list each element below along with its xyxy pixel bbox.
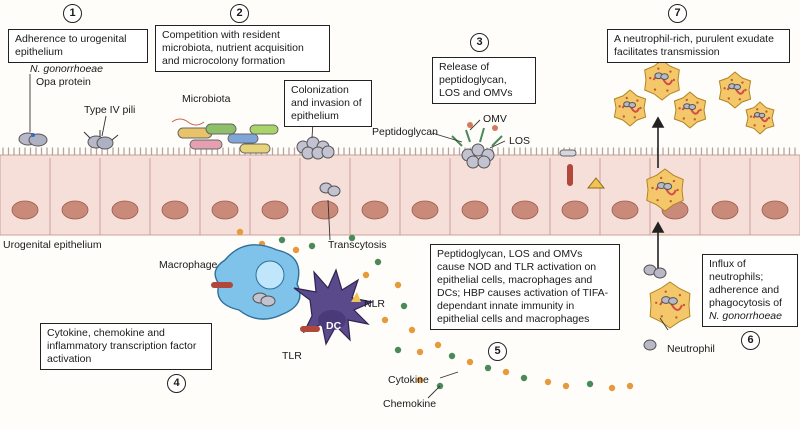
colonization-callout: Colonization and invasion of epithelium [284, 80, 372, 127]
adherence-callout: Adherence to urogenital epithelium [8, 29, 148, 63]
macrophage-cell-icon [211, 244, 301, 320]
epithelium-label: Urogenital epithelium [3, 239, 102, 251]
tlr-label: TLR [282, 350, 302, 362]
gonorrhoeae-label: N. gonorrhoeae [30, 63, 103, 75]
neutrophil-icon [644, 59, 680, 101]
migration-arrows [651, 116, 665, 268]
cytokine-activation-callout: Cytokine, chemokine and inflammatory tra… [40, 323, 212, 370]
nod-tlr-callout: Peptidoglycan, LOS and OMVs cause NOD an… [430, 244, 620, 330]
step-number-1: 1 [63, 4, 82, 23]
neutrophil-icon [649, 281, 691, 329]
competition-callout: Competition with resident microbiota, nu… [155, 25, 330, 72]
neutrophil-label: Neutrophil [667, 343, 715, 355]
step-number-4: 4 [167, 374, 186, 393]
neutrophil-icon [718, 71, 752, 109]
step-number-6: 6 [741, 331, 760, 350]
released-particles-icon [451, 122, 503, 169]
cytokine-label: Cytokine [388, 374, 429, 386]
opa-protein-label: Opa protein [36, 76, 91, 88]
microbiota-label: Microbiota [182, 93, 231, 105]
los-label: LOS [509, 135, 531, 147]
chemokine-label: Chemokine [383, 398, 437, 410]
type-iv-pili-label: Type IV pili [84, 104, 136, 116]
step-number-3: 3 [470, 33, 489, 52]
peptidoglycan-label: Peptidoglycan [372, 126, 438, 138]
dendritic-cell-icon [293, 268, 374, 346]
neutrophil-icon [745, 101, 775, 135]
step-number-7: 7 [668, 4, 687, 23]
omv-label: OMV [483, 113, 507, 125]
exudate-callout: A neutrophil-rich, purulent exudate faci… [607, 29, 790, 63]
step-number-5: 5 [488, 342, 507, 361]
transcytosis-label: Transcytosis [328, 239, 387, 251]
neutrophil-icon [673, 91, 707, 129]
dc-label: DC [326, 320, 342, 332]
neutrophil-icon [613, 89, 647, 127]
release-callout: Release of peptidoglycan, LOS and OMVs [432, 57, 536, 104]
microcolony-icon [296, 136, 335, 160]
neutrophil-icon [646, 168, 684, 212]
microbiota-icon [171, 118, 279, 154]
macrophage-label: Macrophage [159, 259, 218, 271]
transcytosis-bacterium-icon [319, 182, 341, 197]
influx-species: N. gonorrhoeae [709, 310, 782, 322]
influx-text: Influx of neutrophils; adherence and pha… [709, 258, 782, 309]
influx-callout: Influx of neutrophils; adherence and pha… [702, 254, 798, 327]
nlr-label: NLR [364, 298, 386, 310]
gonococcus-opa-icon [18, 132, 48, 147]
step-number-2: 2 [230, 4, 249, 23]
gonococcus-pili-icon [83, 130, 119, 150]
